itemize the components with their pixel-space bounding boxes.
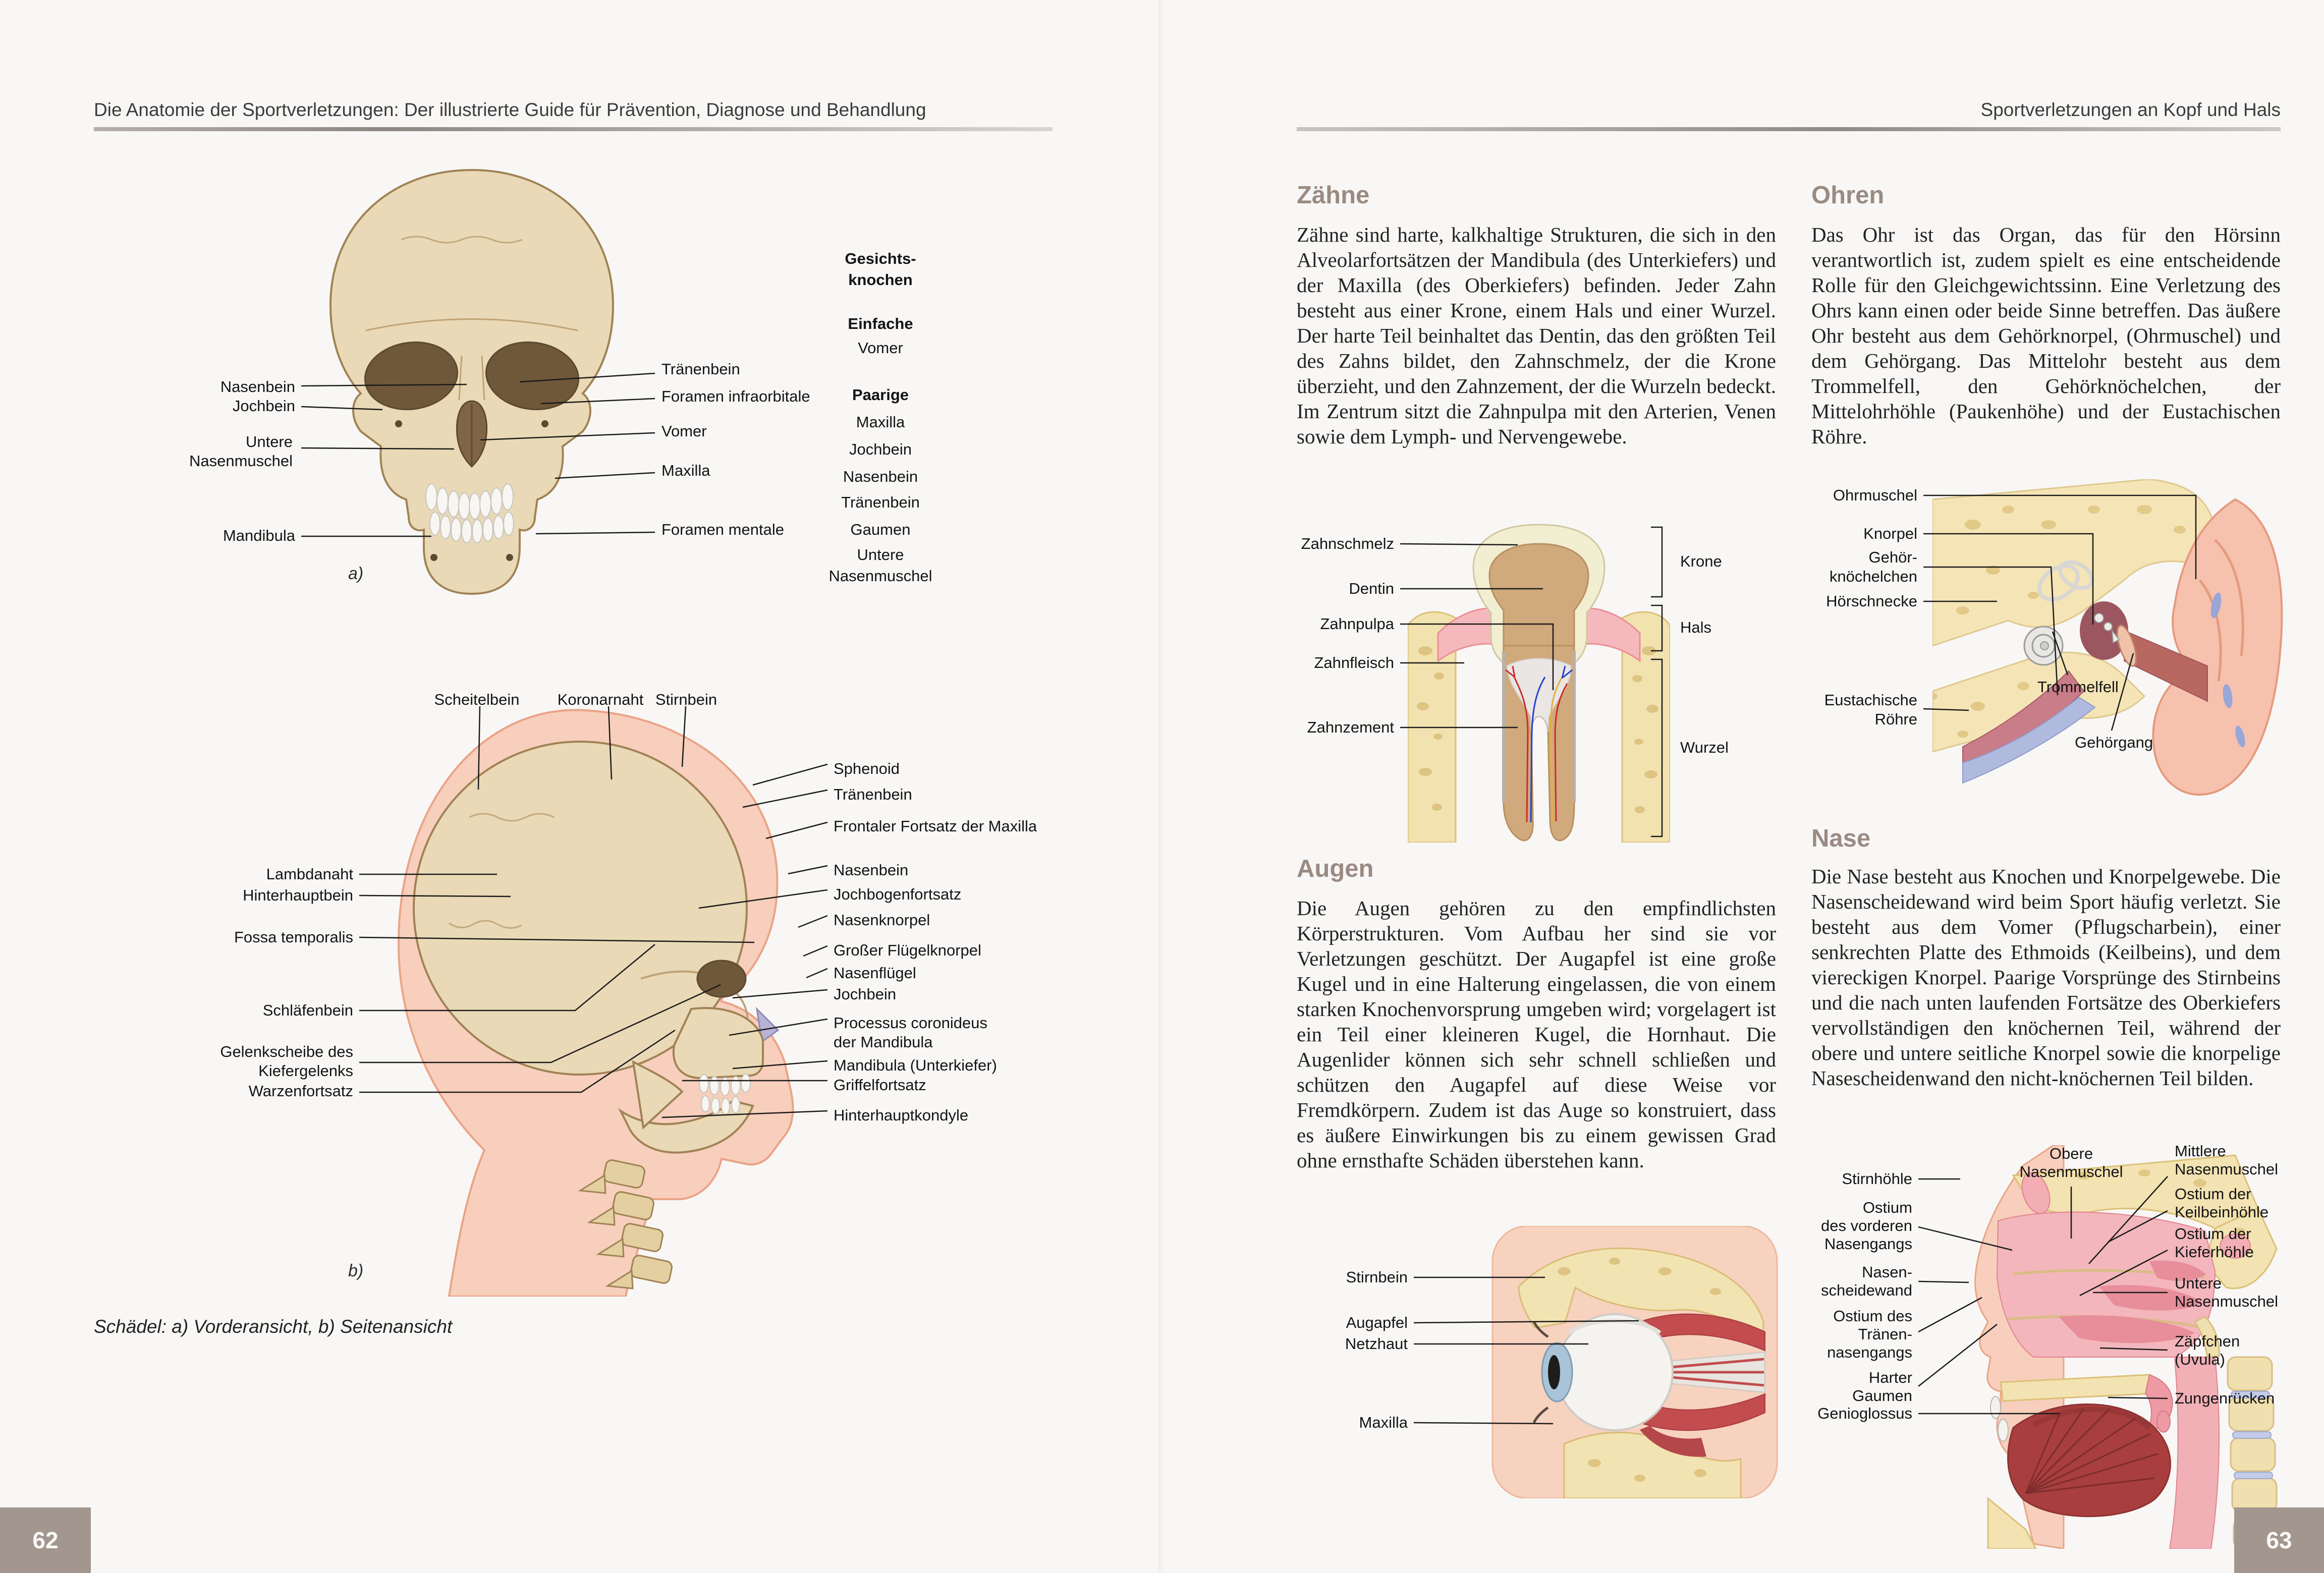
label-side-jochbein: Jochbein [834,985,897,1003]
bones-list-item: Vomer [858,339,903,357]
bones-list-item: Gaumen [850,521,911,538]
skull-side-illustration [397,709,794,1297]
label-hals: Hals [1680,619,1712,636]
header-rule-right [1297,127,2281,131]
running-head-right: Sportverletzungen an Kopf und Hals [1980,99,2281,120]
label-side-nasenbein: Nasenbein [834,861,909,879]
label-front-traenenbein: Tränenbein [661,360,740,378]
label-zahnfleisch: Zahnfleisch [1314,654,1394,671]
section-title-nase: Nase [1811,825,1871,852]
label-side-lambdanaht: Lambdanaht [266,865,353,883]
label-front-mandibula: Mandibula [223,527,295,544]
section-title-ohren: Ohren [1811,182,1885,209]
label-harter-gaumen: Harter Gaumen [1852,1369,1912,1405]
label-zaepfchen-uvula: Zäpfchen (Uvula) [2175,1332,2240,1368]
figure-b-label: b) [348,1261,364,1280]
label-eye-maxilla: Maxilla [1359,1414,1408,1431]
label-side-mandibula: Mandibula (Unterkiefer) [834,1056,997,1074]
ear-cross-section-illustration [1932,479,2283,796]
page-number-left: 62 [0,1507,91,1573]
label-gehoerknoechelchen: Gehör- knöchelchen [1829,548,1917,585]
running-head-left: Die Anatomie der Sportverletzungen: Der … [94,99,926,120]
label-side-processus-coronideus: Processus coronideus der Mandibula [834,1014,987,1051]
label-zungenruecken: Zungenrücken [2175,1389,2275,1407]
label-side-hinterhauptkondyle: Hinterhauptkondyle [834,1106,969,1124]
label-trommelfell: Trommelfell [2037,678,2119,696]
section-body-ohren: Das Ohr ist das Organ, das für den Hörsi… [1811,223,2281,448]
label-wurzel: Wurzel [1680,739,1729,756]
label-side-grosser-fluegelknorpel: Großer Flügelknorpel [834,941,981,959]
label-zahnpulpa: Zahnpulpa [1320,615,1394,633]
section-body-nase: Die Nase besteht aus Knochen und Knorpel… [1811,865,2281,1090]
section-body-augen: Die Augen gehören zu den empfindlichsten… [1297,896,1776,1172]
label-hoerschnecke: Hörschnecke [1826,592,1917,610]
bones-list-item: Maxilla [856,413,905,431]
label-front-maxilla: Maxilla [661,462,710,479]
label-mittlere-nasenmuschel: Mittlere Nasenmuschel [2175,1142,2279,1178]
label-front-foramen-infraorbitale: Foramen infraorbitale [661,387,810,405]
label-ostium-keilbeinhoehle: Ostium der Keilbeinhöhle [2175,1185,2269,1221]
label-ostium-traenennasengang: Ostium des Tränen- nasengangs [1827,1307,1912,1361]
label-dentin: Dentin [1349,580,1394,597]
label-side-koronarnaht: Koronarnaht [557,691,644,708]
label-side-warzenfortsatz: Warzenfortsatz [248,1082,353,1100]
bones-list-item: Jochbein [849,440,912,458]
label-side-fossa-temporalis: Fossa temporalis [234,928,353,946]
skull-front-illustration [329,168,615,595]
label-front-untere-nasenmuschel: Untere Nasenmuschel [189,433,293,470]
label-zahnzement: Zahnzement [1307,718,1394,736]
label-gehoergang: Gehörgang [2075,734,2153,751]
section-title-zaehne: Zähne [1297,182,1370,209]
label-nasenscheidewand: Nasen- scheidewand [1821,1263,1912,1299]
label-side-hinterhauptbein: Hinterhauptbein [243,886,353,904]
bones-list-item: Tränenbein [841,493,920,511]
eye-cross-section-illustration [1491,1226,1778,1498]
label-ohrmuschel: Ohrmuschel [1833,486,1917,504]
label-side-gelenkscheibe: Gelenkscheibe des Kiefergelenks [220,1043,353,1080]
bones-list-group2-title: Paarige [852,386,909,404]
section-body-zaehne: Zähne sind harte, kalkhaltige Strukturen… [1297,223,1776,448]
label-augapfel: Augapfel [1346,1314,1408,1331]
label-front-nasenbein: Nasenbein [220,378,295,396]
label-side-griffelfortsatz: Griffelfortsatz [834,1076,926,1094]
section-title-augen: Augen [1297,855,1374,882]
label-zahnschmelz: Zahnschmelz [1301,535,1394,552]
figure-caption: Schädel: a) Vorderansicht, b) Seitenansi… [94,1316,453,1337]
label-genioglossus: Genioglossus [1817,1405,1912,1422]
tooth-cross-section-illustration [1408,524,1670,842]
label-ostium-vorderer-nasengang: Ostium des vorderen Nasengangs [1821,1199,1912,1253]
label-krone: Krone [1680,552,1722,570]
label-knorpel: Knorpel [1863,525,1917,542]
bones-list-item: Untere Nasenmuschel [828,546,932,585]
label-side-schlaefenbein: Schläfenbein [262,1001,353,1019]
label-ostium-kieferhoehle: Ostium der Kieferhöhle [2175,1225,2254,1261]
label-side-frontaler-fortsatz: Frontaler Fortsatz der Maxilla [834,817,1037,835]
label-untere-nasenmuschel: Untere Nasenmuschel [2175,1274,2279,1310]
bones-list-title: Gesichts- knochen [845,250,916,289]
label-side-nasenfluegel: Nasenflügel [834,964,916,982]
page-number-right: 63 [2234,1507,2324,1573]
bones-list-item: Nasenbein [843,468,918,485]
label-eye-stirnbein: Stirnbein [1346,1268,1408,1286]
label-side-sphenoid: Sphenoid [834,760,900,777]
label-side-jochbogenfortsatz: Jochbogenfortsatz [834,885,962,903]
label-side-nasenknorpel: Nasenknorpel [834,911,930,929]
bones-list-group1-title: Einfache [848,315,913,332]
label-front-jochbein: Jochbein [232,397,295,415]
figure-a-label: a) [348,564,364,583]
page-gutter [1158,0,1166,1573]
label-stirnhoehle: Stirnhöhle [1842,1170,1912,1188]
label-netzhaut: Netzhaut [1345,1335,1408,1353]
label-front-vomer: Vomer [661,422,707,440]
label-front-foramen-mentale: Foramen mentale [661,521,784,538]
label-side-stirnbein: Stirnbein [655,691,717,708]
label-side-traenenbein: Tränenbein [834,785,912,803]
label-side-scheitelbein: Scheitelbein [434,691,520,708]
label-eustachische-roehre: Eustachische Röhre [1824,691,1917,728]
label-obere-nasenmuschel: Obere Nasenmuschel [2019,1145,2123,1181]
header-rule-left [94,127,1053,131]
